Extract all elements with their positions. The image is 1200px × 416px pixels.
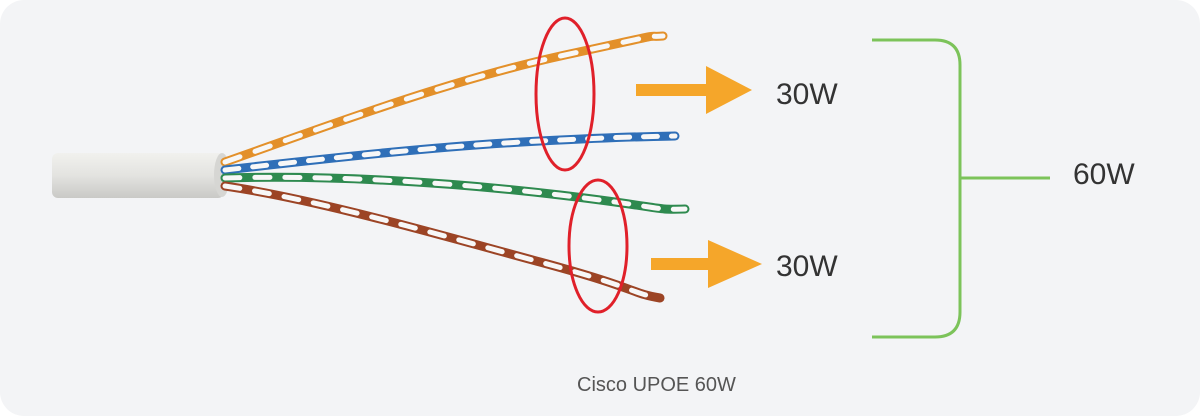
wire-pair-blue bbox=[220, 131, 680, 175]
wire-pair-green bbox=[220, 172, 690, 214]
total-power-label: 60W bbox=[1073, 158, 1135, 191]
bottom-pair-power-label: 30W bbox=[776, 250, 838, 283]
right-arrow-icon bbox=[636, 66, 752, 114]
bracket-icon bbox=[872, 38, 1050, 339]
cable-jacket bbox=[52, 153, 230, 198]
highlight-ellipse-top bbox=[534, 16, 596, 172]
top-pair-power-label: 30W bbox=[776, 78, 838, 111]
right-arrow-icon bbox=[651, 240, 762, 288]
highlight-ellipse-bottom bbox=[567, 178, 629, 314]
figure-caption: Cisco UPOE 60W bbox=[577, 374, 736, 396]
wire-pair-brown bbox=[220, 181, 665, 303]
wire-pair-orange bbox=[220, 31, 668, 167]
